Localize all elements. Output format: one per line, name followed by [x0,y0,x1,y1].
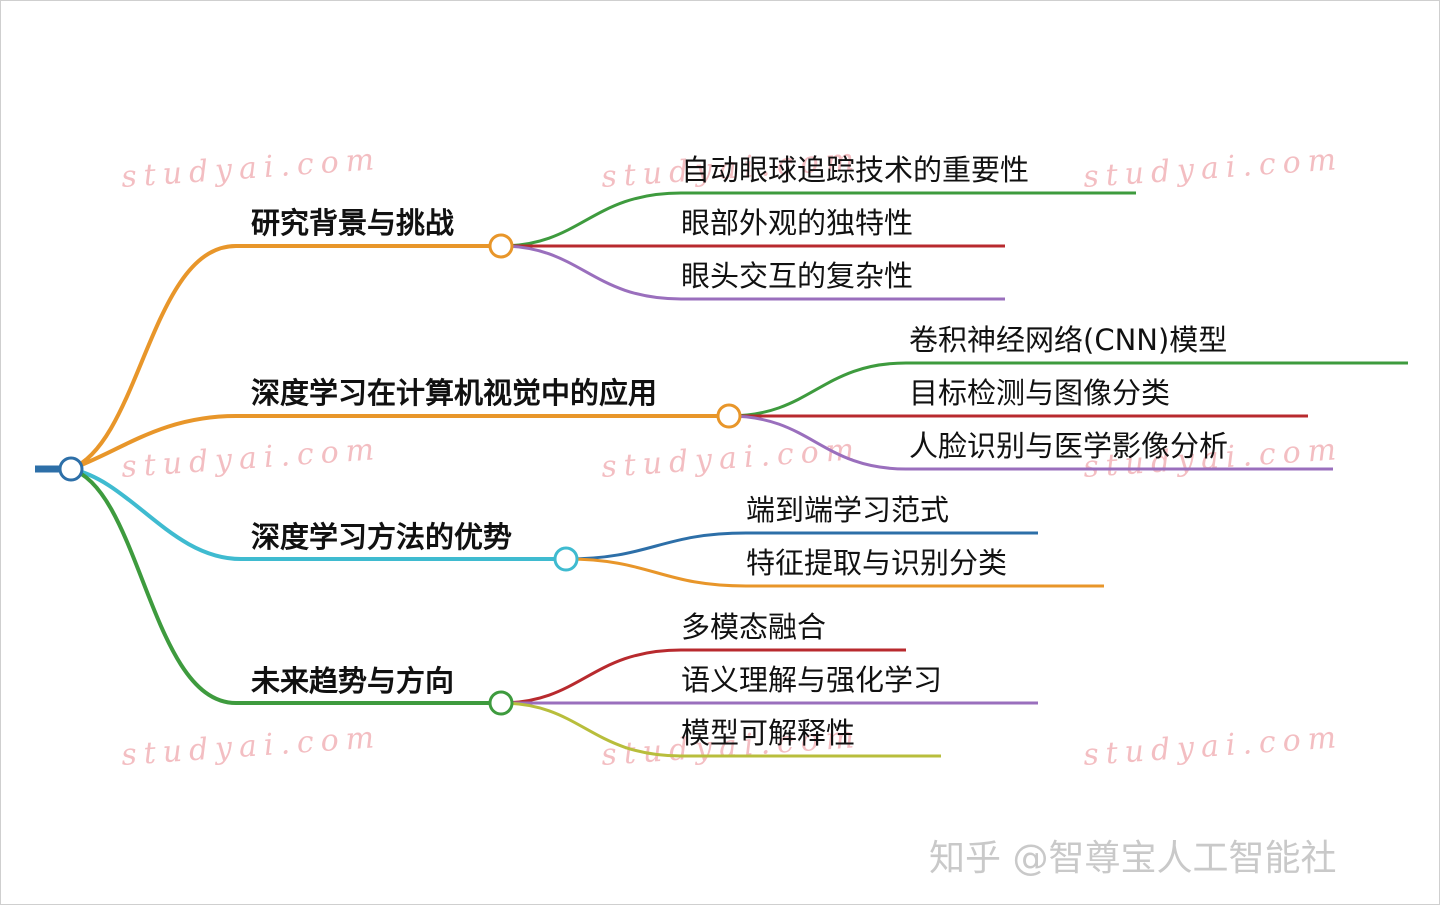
branch-link-1 [70,414,729,471]
source-credit: 知乎 @智尊宝人工智能社 [929,838,1337,879]
leaf-label: 眼头交互的复杂性 [681,259,914,293]
branch-node-3 [488,690,514,716]
branch-label: 未来趋势与方向 [251,664,455,698]
leaf-link-1-2 [728,414,1333,471]
leaf-link-3-0 [500,648,906,705]
leaf-label: 人脸识别与医学影像分析 [909,429,1229,463]
leaf-label: 特征提取与识别分类 [746,546,1008,580]
branch-label: 深度学习方法的优势 [251,520,513,554]
branch-label: 研究背景与挑战 [251,206,455,240]
leaf-link-0-0 [500,191,1136,248]
branch-label: 深度学习在计算机视觉中的应用 [251,376,658,410]
leaf-label: 模型可解释性 [681,716,856,750]
leaf-label: 端到端学习范式 [746,493,950,527]
leaf-link-0-2 [500,244,1005,301]
leaf-label: 多模态融合 [681,610,827,644]
root-node [58,456,84,482]
leaf-link-2-0 [565,531,1038,561]
branch-node-1 [716,403,742,429]
leaf-label: 自动眼球追踪技术的重要性 [681,153,1030,187]
leaf-label: 目标检测与图像分类 [909,376,1171,410]
leaf-link-2-1 [565,557,1104,588]
branch-node-2 [553,546,579,572]
leaf-label: 卷积神经网络(CNN)模型 [909,323,1228,357]
leaf-link-3-2 [500,701,941,758]
branch-link-0 [70,244,501,471]
leaf-label: 眼部外观的独特性 [681,206,914,240]
leaf-link-1-0 [728,361,1408,418]
branch-node-0 [488,233,514,259]
branch-link-2 [70,467,566,561]
branch-link-3 [70,467,501,705]
leaf-label: 语义理解与强化学习 [681,663,943,697]
